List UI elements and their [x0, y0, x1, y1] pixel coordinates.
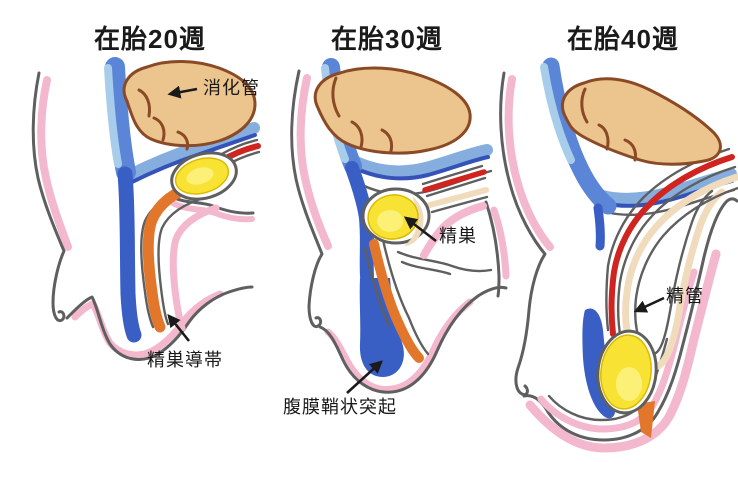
label-gubernaculum: 精巣導帯 — [147, 350, 223, 370]
arrow-to-testis — [403, 216, 437, 243]
testis-20 — [170, 151, 238, 201]
label-vas-deferens: 精管 — [666, 286, 704, 306]
panel-week20-drawing — [31, 57, 261, 361]
digestive-tract-20 — [122, 59, 257, 151]
gubernaculum-band-20 — [142, 179, 202, 333]
arrow-to-vas-deferens — [633, 296, 665, 313]
digestive-tract-40 — [560, 77, 722, 166]
spermatic-vessels-30 — [420, 164, 489, 259]
arrow-to-digestive-tract — [167, 85, 198, 99]
peritoneum-20 — [104, 57, 260, 343]
body-outline-30 — [290, 69, 510, 394]
annotation-arrows — [167, 85, 665, 394]
arrow-to-processus-vaginalis — [346, 360, 383, 394]
gubernaculum-remnant-40 — [637, 401, 655, 438]
gubernaculum-30 — [363, 238, 430, 363]
panel-title-week20: 在胎20週 — [94, 24, 206, 54]
digestive-tract-30 — [313, 66, 472, 155]
label-digestive-tract: 消化管 — [203, 78, 260, 98]
panel-week30-drawing — [290, 58, 510, 394]
testis-30 — [361, 187, 431, 246]
testis-40 — [596, 329, 658, 415]
arrow-to-gubernaculum — [167, 313, 191, 342]
label-processus-vaginalis: 腹膜鞘状突起 — [283, 397, 397, 417]
panel-title-week30: 在胎30週 — [331, 24, 443, 54]
panel-week40-drawing — [499, 57, 738, 453]
label-testis: 精巣 — [439, 226, 477, 246]
panel-title-week40: 在胎40週 — [567, 24, 679, 54]
